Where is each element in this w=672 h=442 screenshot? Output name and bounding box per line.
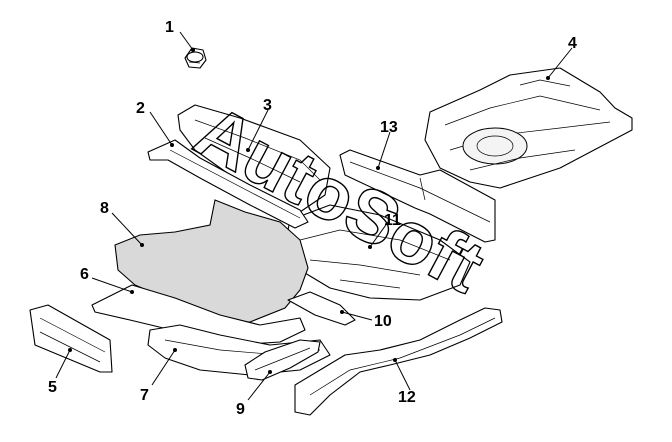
part-4-trunk-floor [424,67,633,189]
callout-labels: 1 2 3 4 5 6 7 8 9 10 11 12 13 [48,19,577,418]
callout-13: 13 [380,119,398,136]
leader-lines [55,31,573,401]
part-3-seat-panel [177,104,331,213]
callout-4: 4 [568,35,577,52]
part-5-end-cap [29,304,113,373]
callout-12: 12 [398,389,416,406]
callout-5: 5 [48,379,57,396]
part-9-sill [244,339,321,381]
callout-11: 11 [384,212,401,229]
callout-1: 1 [165,19,174,36]
part-6-front-panel [91,284,306,346]
part-10-rail [287,291,356,326]
callout-6: 6 [80,266,89,283]
part-2-brace [147,139,309,229]
callout-7: 7 [140,387,149,404]
callout-2: 2 [136,100,145,117]
callout-10: 10 [374,313,392,330]
part-1-grommet [184,47,207,69]
part-13-crossmember [339,149,496,243]
callout-3: 3 [263,97,272,114]
part-11-center-floor [284,204,471,301]
leader-dots [68,48,550,374]
callout-9: 9 [236,401,245,418]
part-12-side-member [294,307,503,416]
callout-8: 8 [100,200,109,217]
